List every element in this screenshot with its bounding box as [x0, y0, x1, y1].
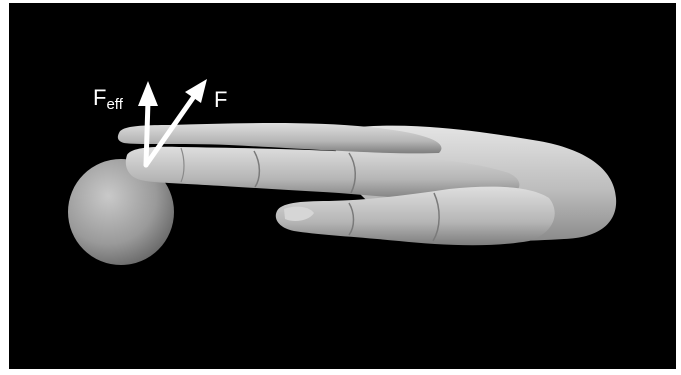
force-arrowhead	[185, 79, 207, 103]
force-label: F	[214, 89, 227, 111]
thumb	[276, 187, 555, 246]
hand-ball-diagram	[9, 3, 676, 369]
effective-force-arrow	[146, 101, 148, 165]
effective-force-symbol: F	[93, 85, 106, 110]
effective-force-subscript: eff	[106, 96, 122, 113]
figure-panel: Feff F	[9, 3, 676, 369]
effective-force-arrowhead	[138, 81, 158, 106]
effective-force-label: Feff	[93, 87, 123, 112]
